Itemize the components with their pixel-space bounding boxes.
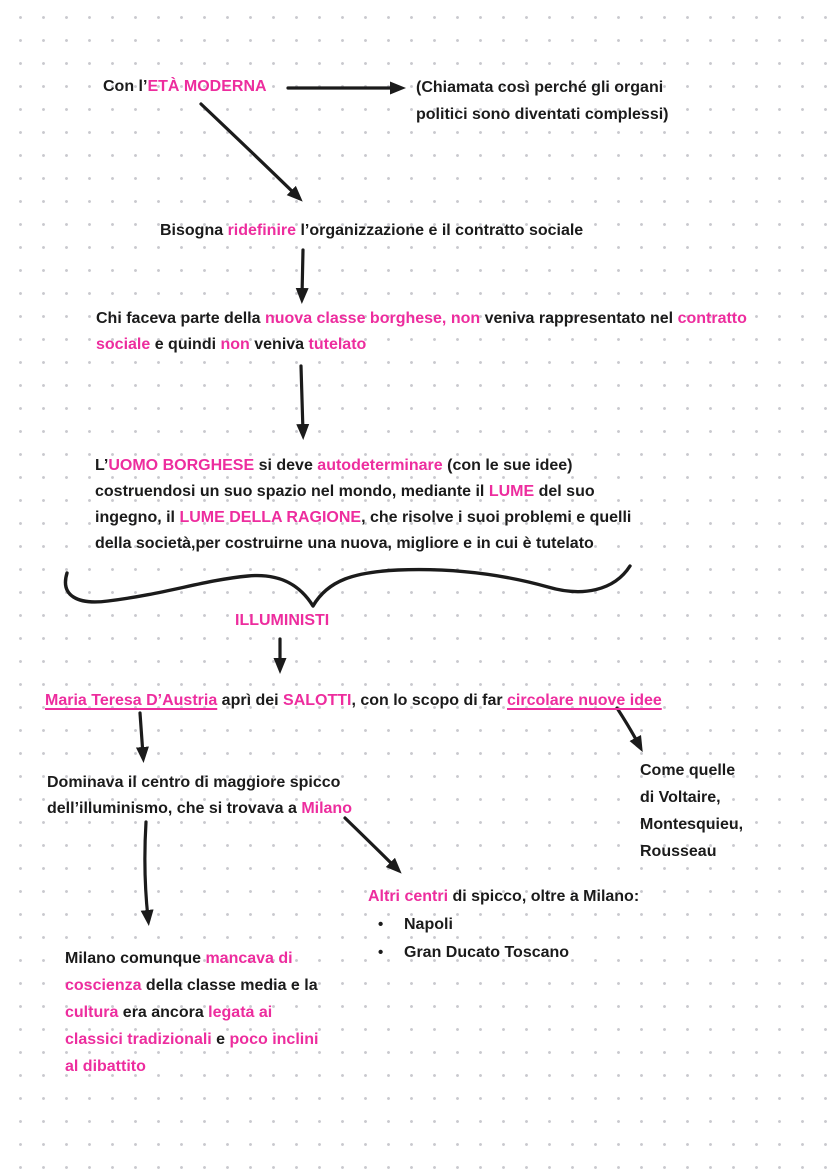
arrow-milano-to-altri-centri	[343, 816, 402, 874]
node-maria-teresa: Maria Teresa D’Austria aprì dei SALOTTI,…	[45, 692, 662, 709]
arrow-circolare-to-come-quelle	[615, 706, 643, 753]
node-chi-faceva: Chi faceva parte della nuova classe borg…	[96, 310, 747, 353]
altri-centri-heading: Altri centri di spicco, oltre a Milano:	[368, 888, 640, 905]
list-item-label: Napoli	[404, 916, 453, 933]
node-uomo-borghese: L’UOMO BORGHESE si deve autodeterminare …	[95, 457, 632, 552]
list-item-label: Gran Ducato Toscano	[404, 944, 570, 961]
node-altri-centri: Altri centri di spicco, oltre a Milano: …	[368, 884, 639, 968]
arrow-chi-faceva-to-uomo-borghese	[296, 364, 310, 440]
arrow-bisogna-to-chi-faceva	[295, 248, 309, 304]
node-bisogna: Bisogna ridefinire l’organizzazione e il…	[160, 222, 584, 239]
arrow-dominava-to-milano-limiti	[140, 820, 154, 926]
node-illuministi: ILLUMINISTI	[235, 612, 330, 629]
arrow-maria-teresa-to-dominava	[135, 711, 149, 763]
bullet-icon: •	[378, 944, 384, 961]
arrow-eta-to-bisogna	[199, 102, 303, 202]
node-eta-moderna: Con l’ETÀ MODERNA	[103, 78, 267, 95]
list-item: • Napoli	[368, 912, 639, 940]
brace-illuministi	[63, 564, 632, 608]
bullet-icon: •	[378, 916, 384, 933]
list-item: • Gran Ducato Toscano	[368, 940, 639, 968]
